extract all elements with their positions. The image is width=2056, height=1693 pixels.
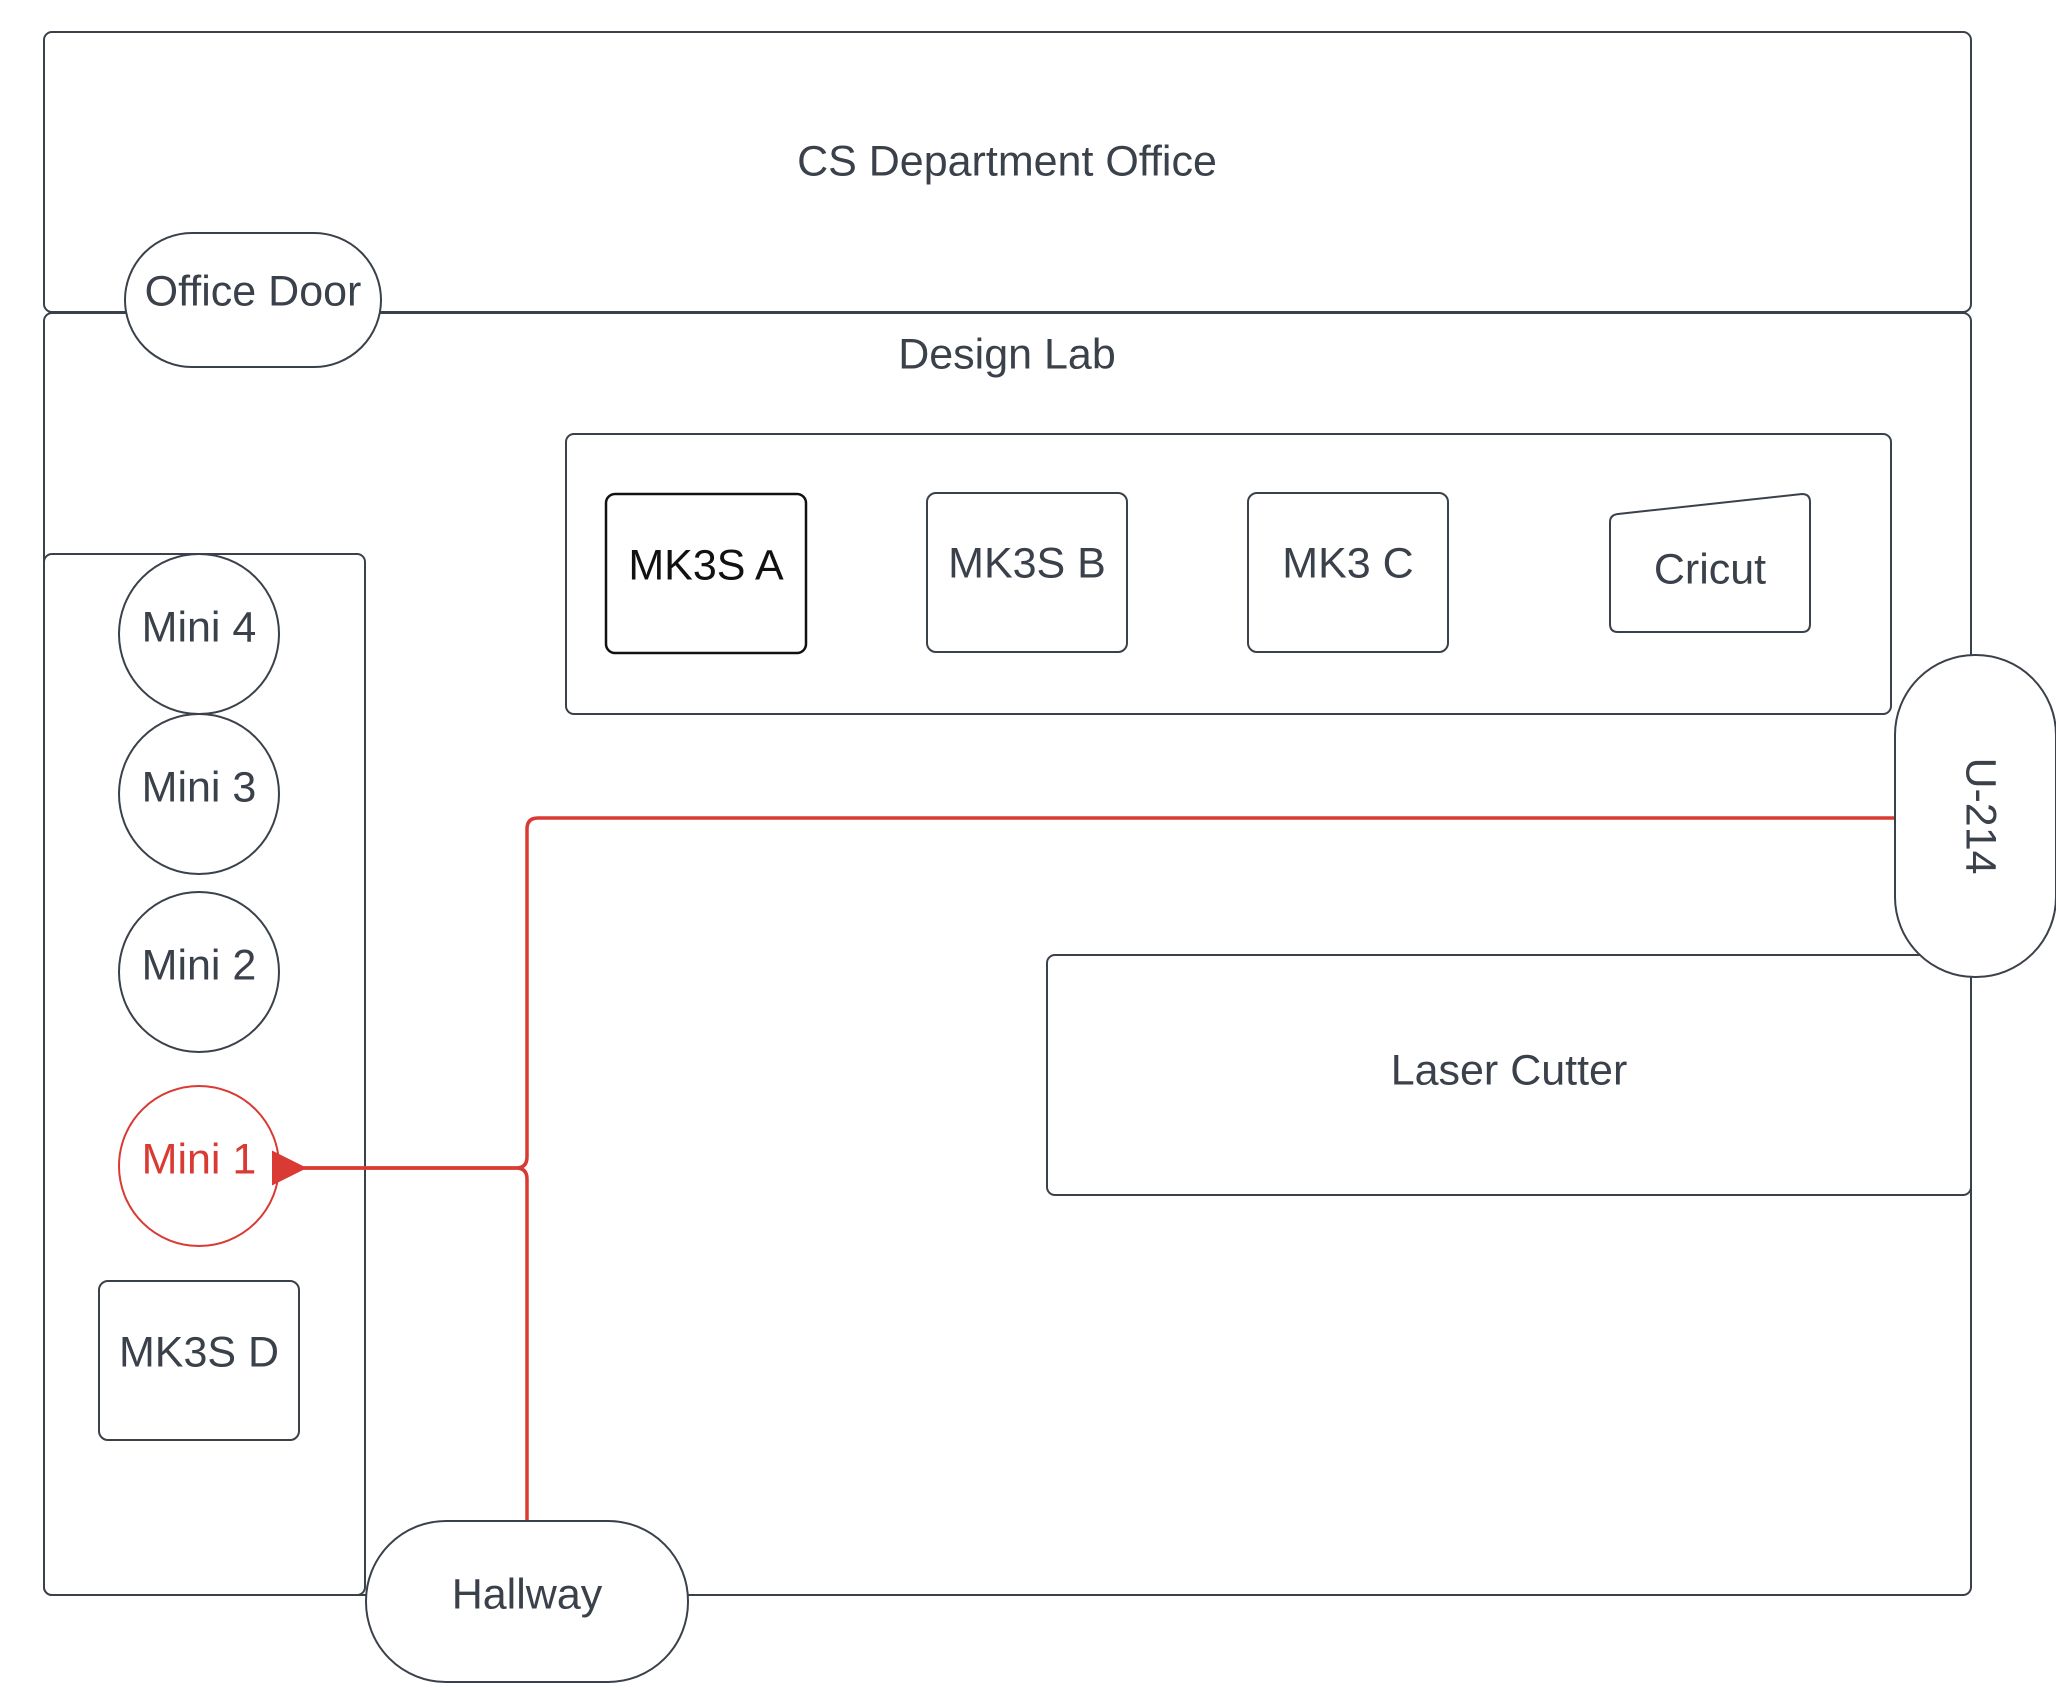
laser-cutter[interactable]: Laser Cutter [1046,954,1972,1196]
printer-mk3s-d-label: MK3S D [119,1328,279,1376]
printer-mk3s-b[interactable]: MK3S B [926,492,1128,653]
office-door-label: Office Door [145,267,362,315]
printer-mini-3-label: Mini 3 [142,763,257,811]
design-lab-label: Design Lab [898,330,1116,378]
cs-department-office-room: CS Department Office [43,31,1972,313]
printer-mk3s-a[interactable]: MK3S A [604,492,808,655]
u214-door[interactable]: U-214 [1894,654,2056,978]
printer-mk3s-b-label: MK3S B [948,539,1106,587]
printer-mk3s-a-label: MK3S A [628,541,784,589]
printer-mini-4-label: Mini 4 [142,603,257,651]
hallway-door[interactable]: Hallway [365,1520,689,1683]
printer-mini-3[interactable]: Mini 3 [118,713,280,875]
printer-mk3-c[interactable]: MK3 C [1247,492,1449,653]
office-door[interactable]: Office Door [124,232,382,368]
cricut-label: Cricut [1654,545,1766,593]
printer-mini-2[interactable]: Mini 2 [118,891,280,1053]
route-to-mini-1 [272,816,1895,1521]
route-from-hallway [300,1166,529,1521]
u214-door-label: U-214 [1957,757,2005,874]
printer-table-top [565,433,1892,715]
hallway-door-label: Hallway [452,1570,603,1618]
printer-mini-1[interactable]: Mini 1 [118,1085,280,1247]
printer-mk3-c-label: MK3 C [1282,539,1413,587]
printer-mini-1-label: Mini 1 [142,1135,257,1183]
laser-cutter-label: Laser Cutter [1391,1046,1628,1094]
printer-mk3s-d[interactable]: MK3S D [98,1280,300,1441]
printer-mini-2-label: Mini 2 [142,941,257,989]
office-label: CS Department Office [797,137,1217,185]
printer-mini-4[interactable]: Mini 4 [118,553,280,715]
cricut-machine[interactable]: Cricut [1609,492,1811,633]
